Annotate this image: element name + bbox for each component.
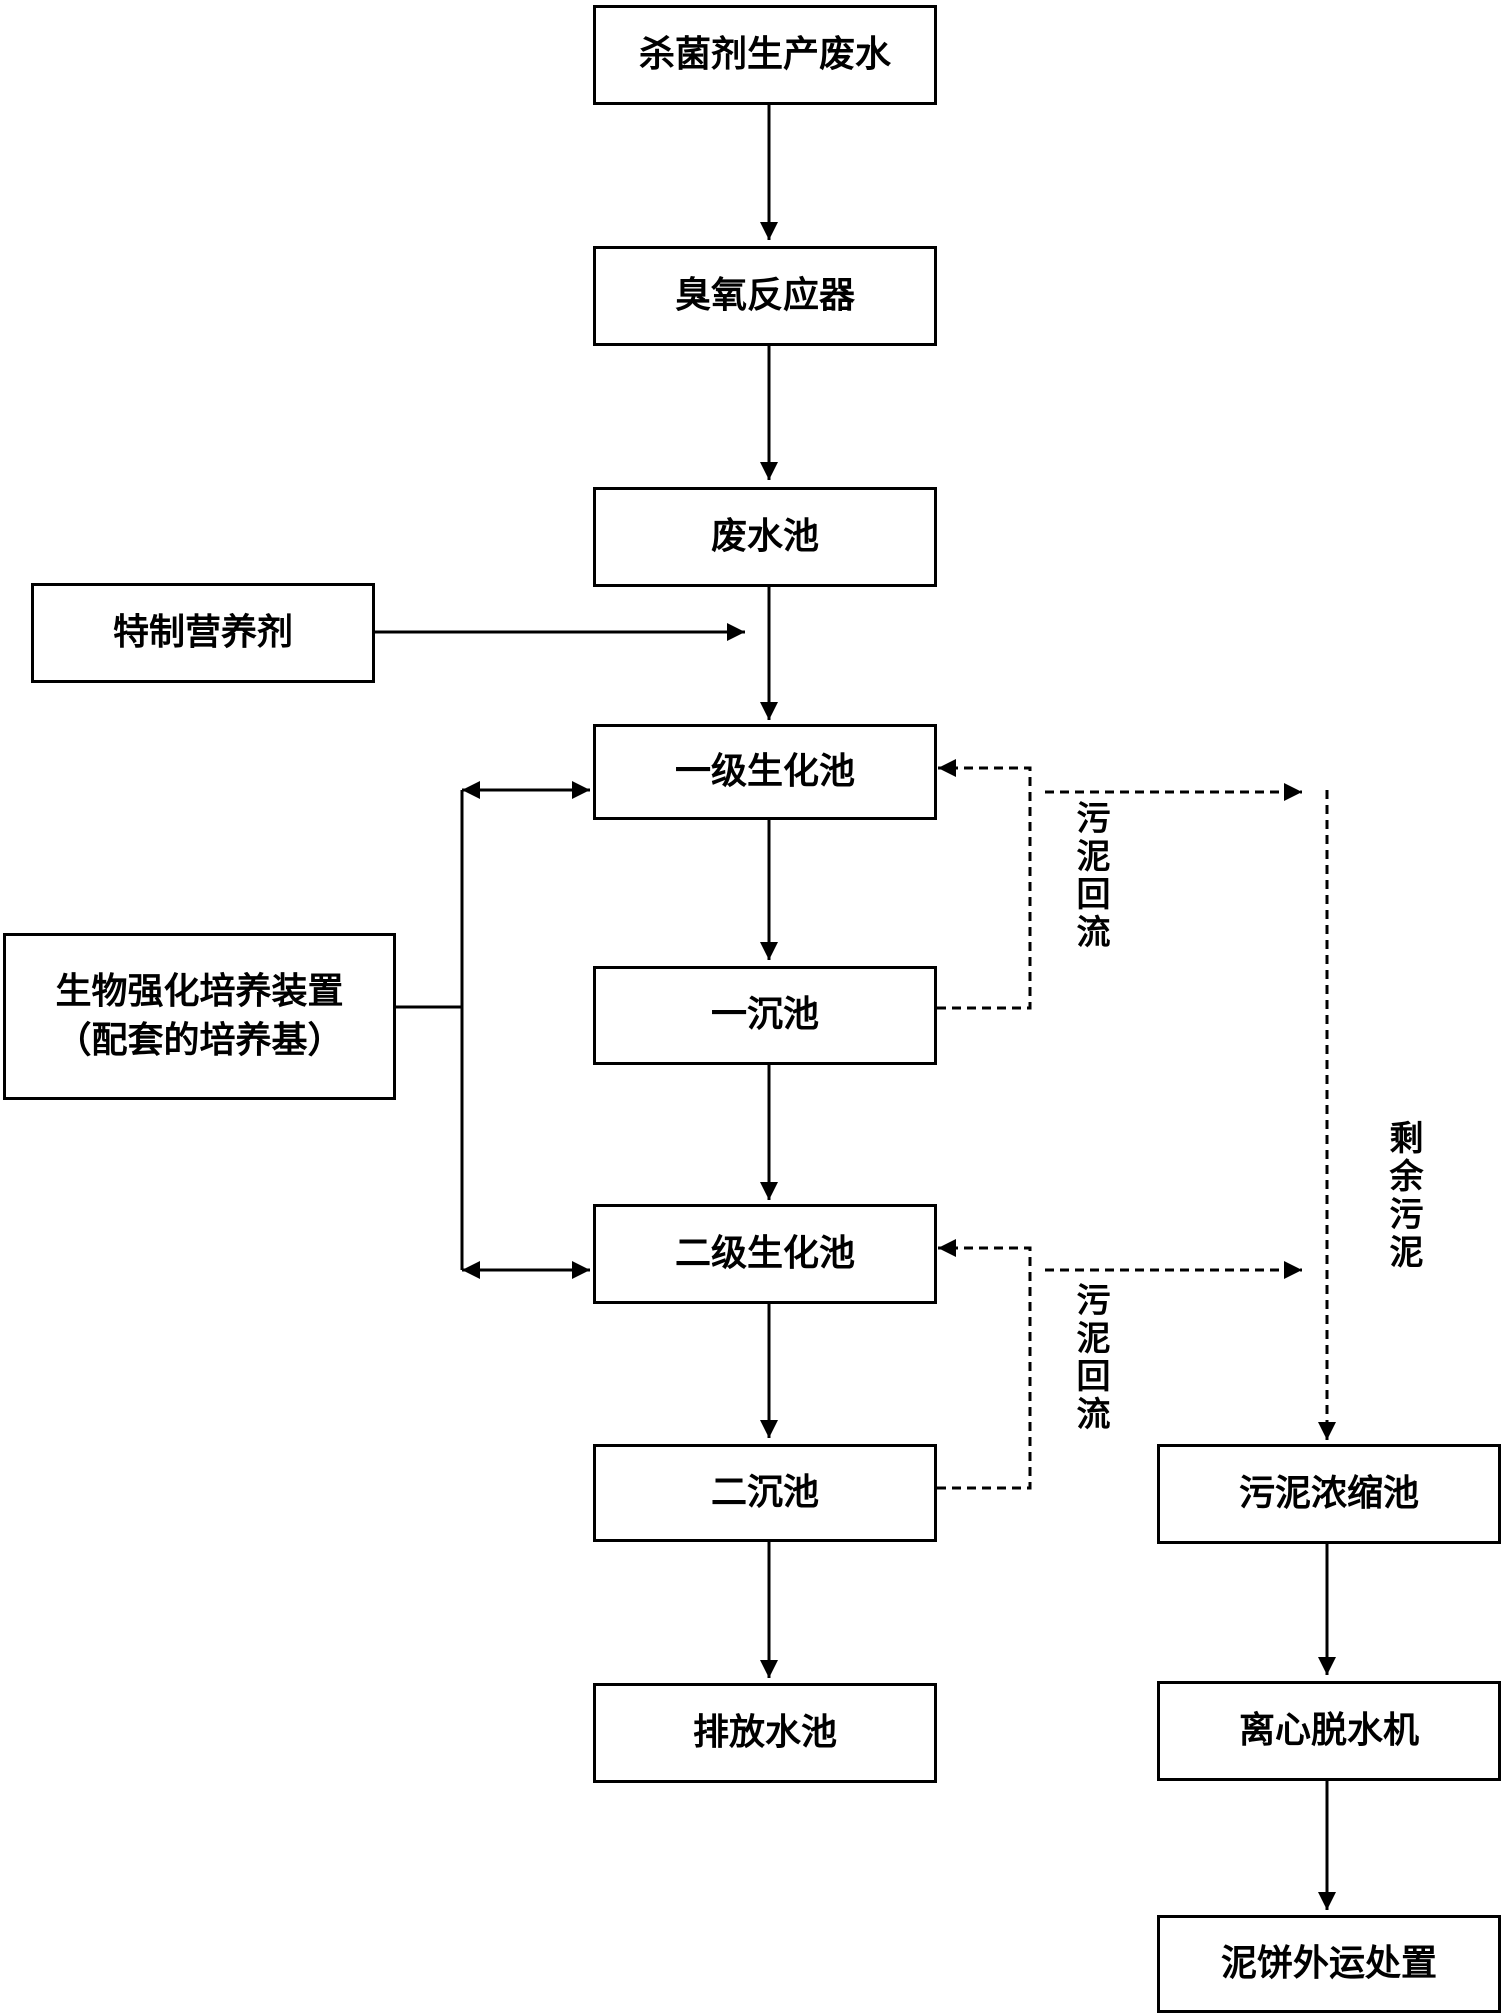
node-discharge-pool: 排放水池: [593, 1683, 937, 1783]
label-sludge-return-1: 污泥回流: [1070, 800, 1110, 952]
node-wastewater-pool-label: 废水池: [710, 515, 819, 557]
label-excess-sludge: 剩余污泥: [1383, 1120, 1423, 1272]
node-primary-bio-pool-label: 一级生化池: [674, 750, 855, 792]
node-sludge-cake-disposal: 泥饼外运处置: [1157, 1915, 1501, 2013]
dashed-return-loop-2: [937, 1239, 1032, 1490]
node-sludge-thickener-label: 污泥浓缩池: [1238, 1472, 1419, 1514]
node-primary-settling: 一沉池: [593, 966, 937, 1065]
node-bio-culture-device-line2: （配套的培养基）: [55, 1019, 344, 1061]
node-centrifuge-label: 离心脱水机: [1238, 1709, 1419, 1751]
node-bio-culture-device: 生物强化培养装置 （配套的培养基）: [3, 933, 396, 1100]
node-special-nutrient: 特制营养剂: [31, 583, 375, 683]
node-ozone-reactor-label: 臭氧反应器: [674, 274, 855, 316]
node-sludge-cake-disposal-label: 泥饼外运处置: [1220, 1942, 1437, 1984]
dashed-return-loop-1: [937, 759, 1032, 1010]
node-secondary-bio-pool: 二级生化池: [593, 1204, 937, 1304]
node-bio-culture-device-line1: 生物强化培养装置: [55, 970, 344, 1012]
node-primary-settling-label: 一沉池: [710, 994, 819, 1036]
node-ozone-reactor: 臭氧反应器: [593, 246, 937, 346]
node-secondary-bio-pool-label: 二级生化池: [674, 1232, 855, 1274]
node-centrifuge: 离心脱水机: [1157, 1681, 1501, 1781]
node-wastewater-pool: 废水池: [593, 487, 937, 587]
node-discharge-pool-label: 排放水池: [692, 1711, 837, 1753]
node-wastewater-source: 杀菌剂生产废水: [593, 5, 937, 105]
node-special-nutrient-label: 特制营养剂: [112, 611, 293, 653]
node-wastewater-source-label: 杀菌剂生产废水: [638, 33, 891, 75]
node-sludge-thickener: 污泥浓缩池: [1157, 1444, 1501, 1544]
node-primary-bio-pool: 一级生化池: [593, 724, 937, 820]
node-secondary-settling: 二沉池: [593, 1444, 937, 1542]
node-secondary-settling-label: 二沉池: [710, 1471, 819, 1513]
label-sludge-return-2: 污泥回流: [1070, 1282, 1110, 1434]
